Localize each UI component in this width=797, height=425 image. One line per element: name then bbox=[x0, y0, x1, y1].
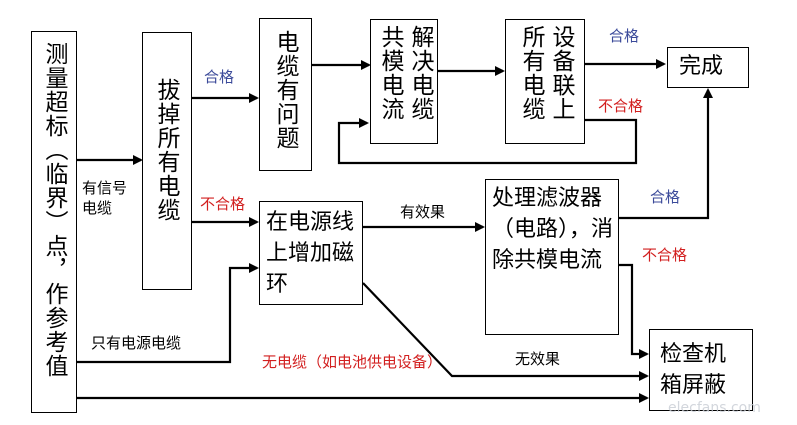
node-reconnect-text-col1: 设备联上 bbox=[548, 25, 574, 121]
node-unplug-text: 拔掉所有电缆 bbox=[153, 78, 179, 222]
node-done-text: 完成 bbox=[679, 54, 724, 79]
arrow-power-only-to-ferrite bbox=[77, 263, 259, 364]
node-shield-text: 检查机箱屏蔽 bbox=[660, 342, 727, 398]
label-fail-1: 不合格 bbox=[200, 195, 246, 213]
node-shield: 检查机箱屏蔽 bbox=[649, 329, 753, 411]
node-solve-text: 解决电缆共模电流 bbox=[375, 25, 435, 143]
label-fail-3: 不合格 bbox=[642, 246, 688, 264]
label-has-signal-cable: 有信号电缆 bbox=[82, 179, 128, 217]
node-unplug: 拔掉所有电缆 bbox=[142, 32, 192, 290]
arrow-filter-to-done bbox=[619, 88, 713, 220]
node-solve-common-mode: 解决电缆共模电流 bbox=[370, 19, 438, 144]
watermark: elecfans.com bbox=[668, 400, 761, 416]
node-measure: 测量超标（临界）点，作参考值 bbox=[31, 31, 77, 413]
node-done: 完成 bbox=[667, 47, 749, 88]
node-ferrite: 在电源线上增加磁环 bbox=[259, 201, 363, 305]
node-filter: 处理滤波器（电路），消除共模电流 bbox=[485, 179, 619, 335]
arrow-ferrite-no-effect-to-shield bbox=[362, 282, 649, 381]
arrow-reconnect-fail-loop bbox=[337, 118, 638, 165]
label-fail-2: 不合格 bbox=[598, 97, 644, 115]
node-solve-text-col1: 解决电缆 bbox=[407, 25, 433, 121]
label-pass-2: 合格 bbox=[609, 27, 640, 45]
node-cable-problem: 电缆有问题 bbox=[259, 18, 312, 171]
node-filter-text: 处理滤波器（电路），消除共模电流 bbox=[492, 186, 614, 273]
node-reconnect-text-col2: 所有电缆 bbox=[518, 25, 544, 121]
label-pass-1: 合格 bbox=[204, 68, 235, 86]
label-no-effect: 无效果 bbox=[515, 350, 561, 368]
node-ferrite-text: 在电源线上增加磁环 bbox=[266, 210, 355, 297]
label-effective: 有效果 bbox=[400, 203, 446, 221]
node-reconnect-all: 设备联上所有电缆 bbox=[505, 19, 585, 144]
node-solve-text-col2: 共模电流 bbox=[377, 25, 403, 121]
label-power-only: 只有电源电缆 bbox=[91, 334, 182, 352]
arrow-filter-to-shield bbox=[619, 263, 649, 359]
node-measure-text: 测量超标（临界）点，作参考值 bbox=[41, 42, 67, 378]
node-reconnect-text: 设备联上所有电缆 bbox=[516, 25, 576, 143]
label-pass-3: 合格 bbox=[650, 188, 681, 206]
label-no-cable: 无电缆（如电池供电设备） bbox=[262, 353, 443, 371]
node-cable-problem-text: 电缆有问题 bbox=[272, 30, 298, 150]
